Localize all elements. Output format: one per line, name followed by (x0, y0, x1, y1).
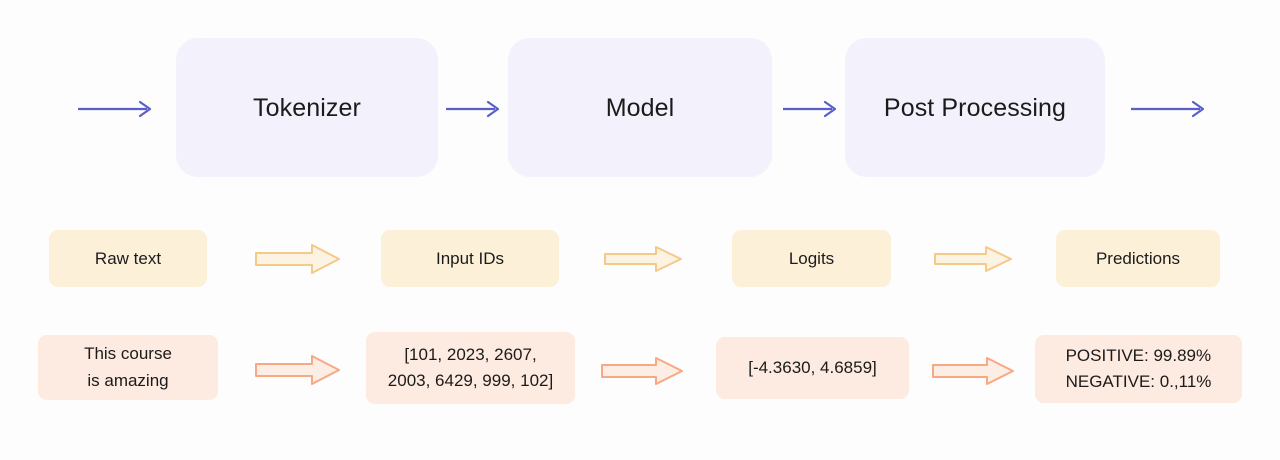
arrow-into-tokenizer (78, 100, 154, 118)
stage-label-model: Model (605, 93, 675, 122)
example-box-input-ids[interactable]: [101, 2023, 2607, 2003, 6429, 999, 102] (366, 332, 575, 404)
arrow-model-to-post-processing (783, 100, 839, 118)
concept-arrow-logits-to-predictions (934, 246, 1012, 272)
concept-label-raw-text: Raw text (94, 248, 162, 268)
example-box-logits[interactable]: [-4.3630, 4.6859] (716, 337, 909, 399)
arrow-out-of-post-processing (1131, 100, 1207, 118)
example-box-raw-text[interactable]: This course is amazing (38, 335, 218, 400)
concept-box-raw-text[interactable]: Raw text (49, 230, 207, 287)
example-arrow-ids-to-logits (601, 357, 683, 385)
concept-arrow-raw-text-to-input-ids (255, 244, 340, 274)
concept-arrow-input-ids-to-logits (604, 246, 682, 272)
stage-box-post-processing[interactable]: Post Processing (845, 38, 1105, 177)
stage-box-model[interactable]: Model (508, 38, 772, 177)
concept-label-input-ids: Input IDs (435, 248, 505, 268)
concept-label-predictions: Predictions (1095, 248, 1181, 268)
stage-label-post-processing: Post Processing (883, 93, 1067, 122)
example-label-input-ids: [101, 2023, 2607, 2003, 6429, 999, 102] (387, 344, 554, 390)
example-arrow-logits-to-predictions (932, 357, 1014, 385)
example-arrow-text-to-ids (255, 355, 340, 385)
example-label-logits: [-4.3630, 4.6859] (748, 357, 877, 377)
example-label-predictions: POSITIVE: 99.89% NEGATIVE: 0.,11% (1065, 345, 1212, 391)
example-label-raw-text: This course is amazing (84, 344, 172, 390)
example-box-predictions[interactable]: POSITIVE: 99.89% NEGATIVE: 0.,11% (1035, 335, 1242, 403)
stage-label-tokenizer: Tokenizer (253, 93, 361, 122)
concept-label-logits: Logits (788, 248, 835, 268)
arrow-tokenizer-to-model (446, 100, 502, 118)
concept-box-input-ids[interactable]: Input IDs (381, 230, 559, 287)
concept-box-predictions[interactable]: Predictions (1056, 230, 1220, 287)
stage-box-tokenizer[interactable]: Tokenizer (176, 38, 438, 177)
concept-box-logits[interactable]: Logits (732, 230, 891, 287)
